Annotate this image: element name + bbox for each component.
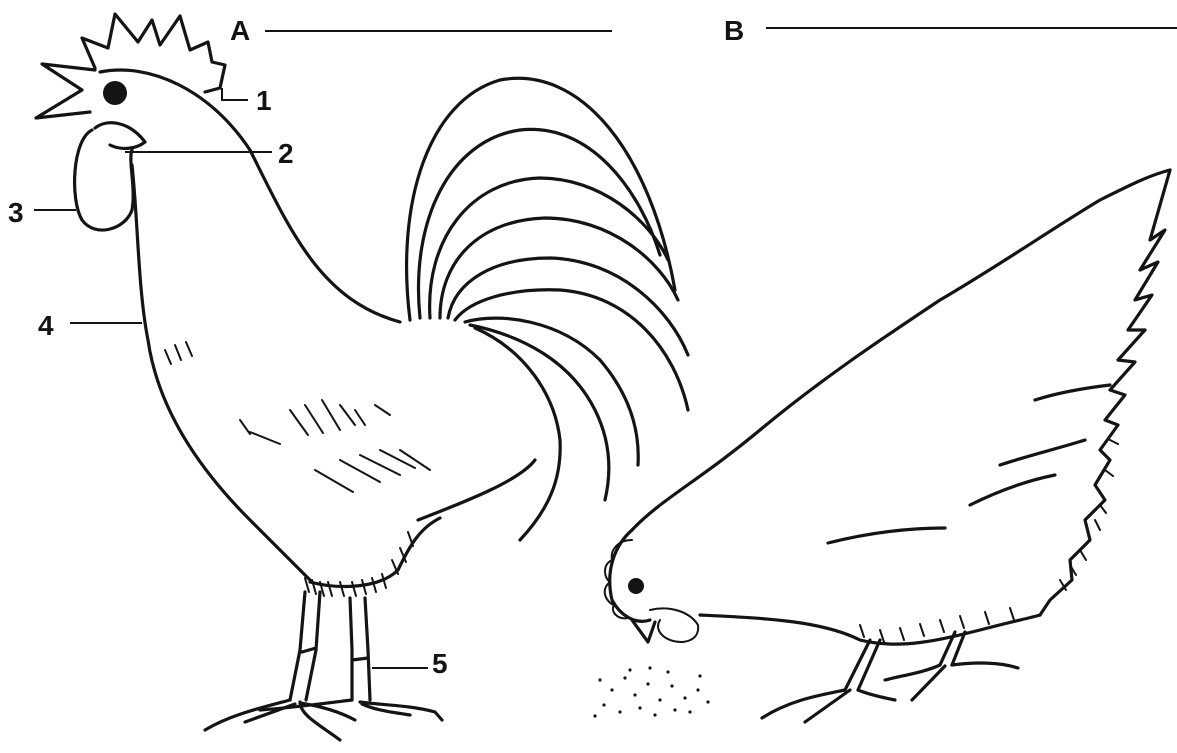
hen-feather-marks xyxy=(860,440,1118,642)
label-5: 5 xyxy=(432,648,448,679)
label-4: 4 xyxy=(38,310,54,341)
hen-wing-line-1 xyxy=(828,528,945,543)
label-1-group: 1 xyxy=(222,85,272,116)
hen-foot-front xyxy=(762,690,895,722)
hen-wattle xyxy=(650,608,698,641)
hen-wing-line-2 xyxy=(970,475,1055,505)
label-3-group: 3 xyxy=(8,197,76,228)
title-a-group: A xyxy=(230,15,612,46)
hen-head xyxy=(610,530,650,621)
hen-wing-line-4 xyxy=(1035,385,1110,400)
label-2: 2 xyxy=(278,138,294,169)
grain-dots xyxy=(593,666,709,717)
rooster-earlobe xyxy=(95,123,145,149)
rooster-neck-back xyxy=(100,70,400,322)
rooster-beak xyxy=(36,64,95,118)
hen-foot-back xyxy=(885,663,1018,700)
rooster-leg-right xyxy=(350,598,370,700)
rooster-foot-left xyxy=(205,700,355,740)
hen-eye xyxy=(628,578,644,594)
rooster-leg-left xyxy=(290,592,320,700)
title-b: B xyxy=(724,15,744,46)
rooster-back-underline xyxy=(418,460,535,520)
title-a: A xyxy=(230,15,250,46)
leader-1 xyxy=(222,88,248,100)
hen-back xyxy=(632,170,1170,530)
rooster-comb xyxy=(82,14,225,92)
hen-drawing xyxy=(605,170,1170,722)
label-5-group: 5 xyxy=(372,648,448,679)
title-b-group: B xyxy=(724,15,1177,46)
rooster-wattle xyxy=(75,130,134,230)
label-4-group: 4 xyxy=(38,310,142,341)
rooster-eye xyxy=(103,81,127,105)
label-3: 3 xyxy=(8,197,24,228)
rooster-tail-feather-7 xyxy=(465,318,638,465)
hen-beak xyxy=(632,620,655,642)
rooster-breast xyxy=(132,165,310,580)
rooster-belly xyxy=(310,518,440,586)
rooster-tail-feather-9 xyxy=(475,328,560,540)
rooster-tail-feather-5 xyxy=(448,258,688,355)
rooster-tail-feather-6 xyxy=(455,290,688,410)
hen-leg-front xyxy=(845,640,880,690)
label-1: 1 xyxy=(256,85,272,116)
rooster-drawing xyxy=(36,14,688,740)
label-2-group: 2 xyxy=(125,138,294,169)
hen-wing-line-3 xyxy=(1000,440,1085,465)
